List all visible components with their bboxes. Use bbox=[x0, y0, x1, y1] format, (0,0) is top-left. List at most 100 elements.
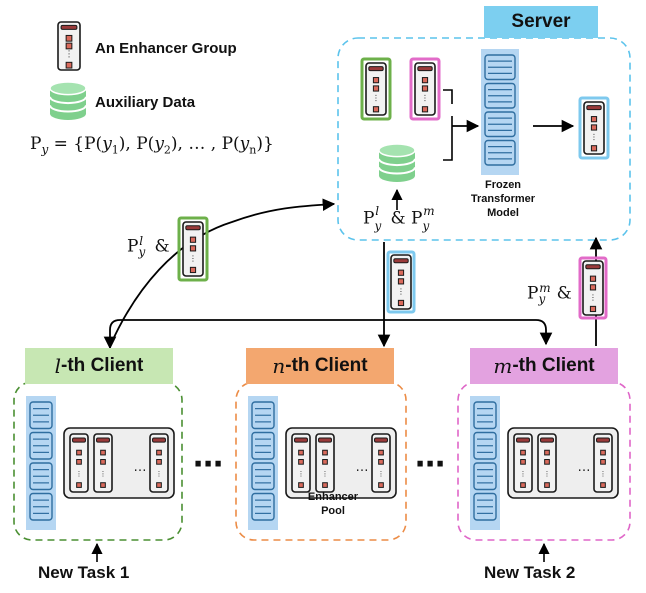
task-1-label: New Task 1 bbox=[38, 563, 130, 582]
client-m-pool-enh-2: ⋮ bbox=[537, 433, 557, 493]
client-m-pool-enh-2-vdots: ⋮ bbox=[543, 469, 550, 478]
server-enhancer-l: ⋮ bbox=[365, 62, 387, 116]
client-l-pool-enh-1: ⋮ bbox=[69, 433, 89, 493]
client-link-arrow bbox=[103, 319, 553, 350]
client-m-pool-enh-2-dot-1 bbox=[544, 459, 550, 465]
client-n-pool-enh-2-vdots: ⋮ bbox=[321, 469, 328, 478]
client-l-pool-hdots: … bbox=[134, 460, 147, 475]
client-n-pool-box bbox=[285, 427, 397, 499]
client-m-pool-enh-1-dot-1 bbox=[520, 459, 526, 465]
client-l-pool-enh-3-dot-2 bbox=[156, 482, 162, 488]
client-n-pool-enh-3-dot-1 bbox=[378, 459, 384, 465]
client-l-pool-enh-1-cap bbox=[72, 437, 86, 443]
client-l-pool-enh-2-vdots: ⋮ bbox=[99, 469, 106, 478]
client-l-suffix: -th Client bbox=[61, 355, 144, 376]
client-m-header: m -th Client bbox=[470, 348, 618, 384]
server-output-enhancer-dot-1 bbox=[590, 124, 598, 131]
client-m-pool-enh-3-cap bbox=[596, 437, 610, 443]
downlink-enhancer-dot-1 bbox=[397, 278, 405, 285]
enhancer-pool-line-2: Pool bbox=[321, 505, 345, 517]
client-n-var: n bbox=[272, 354, 286, 378]
server-cylinder-band-1 bbox=[378, 158, 416, 167]
client-l-pool-enh-1-dot-0 bbox=[76, 449, 82, 456]
client-l-pool-enh-3-dot-1 bbox=[156, 459, 162, 465]
legend-enhancer-dot-0 bbox=[65, 34, 73, 42]
client-m-transformer bbox=[470, 396, 500, 530]
frozen-model-line-1: Frozen bbox=[484, 179, 522, 191]
uplink-l-arrow bbox=[109, 198, 336, 347]
server-enhancer-l-dot-1 bbox=[372, 85, 380, 92]
client-n-pool-enh-2-dot-0 bbox=[322, 449, 328, 456]
client-l-pool-enh-2-dot-2 bbox=[100, 482, 106, 488]
client-n-pool-enh-2: ⋮ bbox=[315, 433, 335, 493]
client-n-pool-enh-3-dot-0 bbox=[378, 449, 384, 456]
legend-enhancer-vdots: ⋮ bbox=[65, 50, 74, 60]
client-n-suffix: -th Client bbox=[285, 355, 368, 376]
legend-enhancer-cap bbox=[60, 24, 78, 30]
frozen-model-line-2: Transformer bbox=[470, 193, 536, 205]
client-l-pool-enh-1-dot-2 bbox=[76, 482, 82, 488]
uplink-m-frame bbox=[578, 256, 608, 320]
uplink-m-enhancer-dot-1 bbox=[589, 284, 597, 291]
client-n-pool-enh-1-dot-1 bbox=[298, 459, 304, 465]
uplink-l-enhancer-cap bbox=[185, 225, 201, 231]
legend-cylinder bbox=[49, 81, 87, 120]
legend-enhancer: ⋮ bbox=[57, 21, 81, 71]
client-n-pool-enh-2-dot-2 bbox=[322, 482, 328, 488]
uplink-m-enhancer-cap bbox=[585, 264, 601, 270]
client-m-pool-enh-1-dot-0 bbox=[520, 449, 526, 456]
server-enhancer-l-cap bbox=[368, 66, 384, 72]
server-green-frame bbox=[360, 57, 392, 121]
uplink-right-label: Pym& bbox=[527, 281, 572, 307]
downlink-enhancer-vdots: ⋮ bbox=[397, 287, 405, 296]
uplink-l-enhancer-vdots: ⋮ bbox=[189, 254, 197, 263]
client-m-pool-enh-1-cap bbox=[516, 437, 530, 443]
uplink-l-enhancer-dot-2 bbox=[189, 266, 197, 274]
client-m-pool-enh-3-dot-0 bbox=[600, 449, 606, 456]
client-m-pool-enh-3-dot-2 bbox=[600, 482, 606, 488]
client-m-pool-enh-3: ⋮ bbox=[593, 433, 613, 493]
uplink-l-enhancer-dot-0 bbox=[189, 236, 197, 243]
client-n-pool-enh-3: ⋮ bbox=[371, 433, 391, 493]
client-m-pool-hdots: … bbox=[578, 460, 591, 475]
uplink-l-frame bbox=[177, 216, 209, 282]
legend-cylinder-band-2 bbox=[49, 104, 87, 113]
client-m-pool-enh-3-vdots: ⋮ bbox=[599, 469, 606, 478]
client-m-pool-enh-2-dot-2 bbox=[544, 482, 550, 488]
server-incoming-label: Pyl & Pym bbox=[363, 204, 435, 234]
client-l-pool-enh-2-dot-1 bbox=[100, 459, 106, 465]
legend-enhancer-dot-2 bbox=[65, 61, 73, 69]
server-bracket-bottom bbox=[443, 116, 453, 161]
server-output-enhancer-cap bbox=[586, 105, 602, 111]
client-l-pool-enh-1-vdots: ⋮ bbox=[75, 469, 82, 478]
client-n-pool-enh-3-dot-2 bbox=[378, 482, 384, 488]
client-n-pool-enh-1-cap bbox=[294, 437, 308, 443]
client-l-pool-box bbox=[63, 427, 175, 499]
server-enhancer-m-dot-2 bbox=[421, 106, 429, 113]
client-m-pool-enh-1-dot-2 bbox=[520, 482, 526, 488]
uplink-left-label: Pyl & bbox=[127, 234, 170, 260]
client-n-transformer bbox=[248, 396, 278, 530]
client-l-pool-enh-3-cap bbox=[152, 437, 166, 443]
server-output-enhancer-dot-0 bbox=[590, 116, 598, 123]
downlink-enhancer: ⋮ bbox=[390, 254, 412, 310]
downlink-frame bbox=[386, 250, 416, 314]
server-enhancer-m-dot-0 bbox=[421, 77, 429, 84]
server-cylinder bbox=[378, 143, 416, 182]
server-frame bbox=[337, 37, 631, 241]
uplink-m-enhancer-dot-2 bbox=[589, 305, 597, 313]
uplink-l-enhancer-dot-1 bbox=[189, 245, 197, 252]
legend-enhancer-dot-1 bbox=[65, 42, 73, 50]
server-output-enhancer: ⋮ bbox=[583, 101, 605, 155]
client-l-pool-enh-3-vdots: ⋮ bbox=[155, 469, 162, 478]
client-m-pool-enh-2-cap bbox=[540, 437, 554, 443]
server-title: Server bbox=[511, 11, 571, 32]
client-l-pool-enh-1-dot-1 bbox=[76, 459, 82, 465]
uplink-m-enhancer-dot-0 bbox=[589, 275, 597, 282]
client-n-pool-enh-1-dot-0 bbox=[298, 449, 304, 456]
legend-cylinder-band-1 bbox=[49, 96, 87, 105]
client-l-header: l -th Client bbox=[25, 348, 173, 384]
server-cylinder-band-2 bbox=[378, 166, 416, 175]
legend-formula: Py = {P(y1), P(y2), … , P(yn)} bbox=[30, 134, 274, 157]
